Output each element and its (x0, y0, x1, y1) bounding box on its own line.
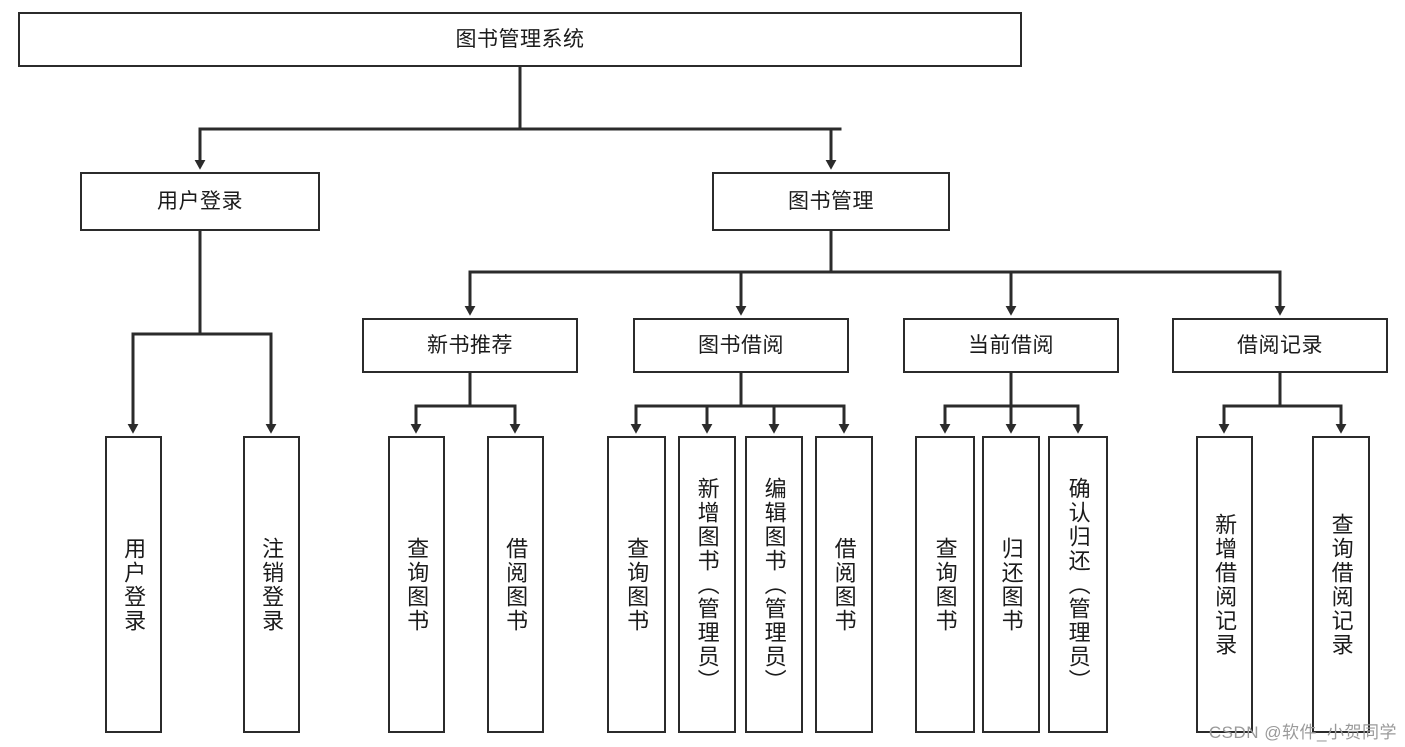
node-leaf-add-borrow-record[interactable]: 新增借阅记录 (1196, 436, 1253, 733)
node-user-login[interactable]: 用户登录 (80, 172, 320, 231)
node-leaf-query-borrow-record-label: 查询借阅记录 (1328, 512, 1354, 657)
node-leaf-user-logout-label: 注销登录 (259, 536, 285, 633)
node-user-login-label: 用户登录 (157, 190, 243, 213)
csdn-watermark: CSDN @软件_小贺同学 (1208, 723, 1397, 742)
node-leaf-user-login[interactable]: 用户登录 (105, 436, 162, 733)
node-book-borrow[interactable]: 图书借阅 (633, 318, 849, 373)
node-leaf-query-book-1-label: 查询图书 (404, 536, 430, 633)
node-leaf-borrow-book-1[interactable]: 借阅图书 (487, 436, 544, 733)
node-current-borrow[interactable]: 当前借阅 (903, 318, 1119, 373)
node-leaf-edit-book-admin-label: 编辑图书（管理员） (761, 476, 787, 693)
node-leaf-query-book-2-label: 查询图书 (624, 536, 650, 633)
node-new-book-recommend-label: 新书推荐 (427, 334, 513, 357)
node-leaf-query-book-1[interactable]: 查询图书 (388, 436, 445, 733)
node-leaf-query-book-3[interactable]: 查询图书 (915, 436, 975, 733)
node-leaf-borrow-book-2[interactable]: 借阅图书 (815, 436, 873, 733)
node-root[interactable]: 图书管理系统 (18, 12, 1022, 67)
node-book-manage[interactable]: 图书管理 (712, 172, 950, 231)
node-leaf-query-book-2[interactable]: 查询图书 (607, 436, 666, 733)
node-leaf-confirm-return-admin-label: 确认归还（管理员） (1065, 476, 1091, 693)
node-current-borrow-label: 当前借阅 (968, 334, 1054, 357)
node-leaf-user-logout[interactable]: 注销登录 (243, 436, 300, 733)
node-leaf-confirm-return-admin[interactable]: 确认归还（管理员） (1048, 436, 1108, 733)
node-leaf-query-borrow-record[interactable]: 查询借阅记录 (1312, 436, 1370, 733)
node-leaf-add-borrow-record-label: 新增借阅记录 (1212, 512, 1238, 657)
node-book-borrow-label: 图书借阅 (698, 334, 784, 357)
node-leaf-return-book-label: 归还图书 (998, 536, 1024, 633)
node-leaf-return-book[interactable]: 归还图书 (982, 436, 1040, 733)
node-leaf-add-book-admin-label: 新增图书（管理员） (694, 476, 720, 693)
node-borrow-record[interactable]: 借阅记录 (1172, 318, 1388, 373)
node-leaf-borrow-book-1-label: 借阅图书 (503, 536, 529, 633)
node-leaf-add-book-admin[interactable]: 新增图书（管理员） (678, 436, 736, 733)
node-book-manage-label: 图书管理 (788, 190, 874, 213)
node-borrow-record-label: 借阅记录 (1237, 334, 1323, 357)
node-leaf-user-login-label: 用户登录 (121, 536, 147, 633)
node-new-book-recommend[interactable]: 新书推荐 (362, 318, 578, 373)
node-leaf-edit-book-admin[interactable]: 编辑图书（管理员） (745, 436, 803, 733)
node-leaf-query-book-3-label: 查询图书 (932, 536, 958, 633)
node-leaf-borrow-book-2-label: 借阅图书 (831, 536, 857, 633)
node-root-label: 图书管理系统 (455, 28, 585, 51)
